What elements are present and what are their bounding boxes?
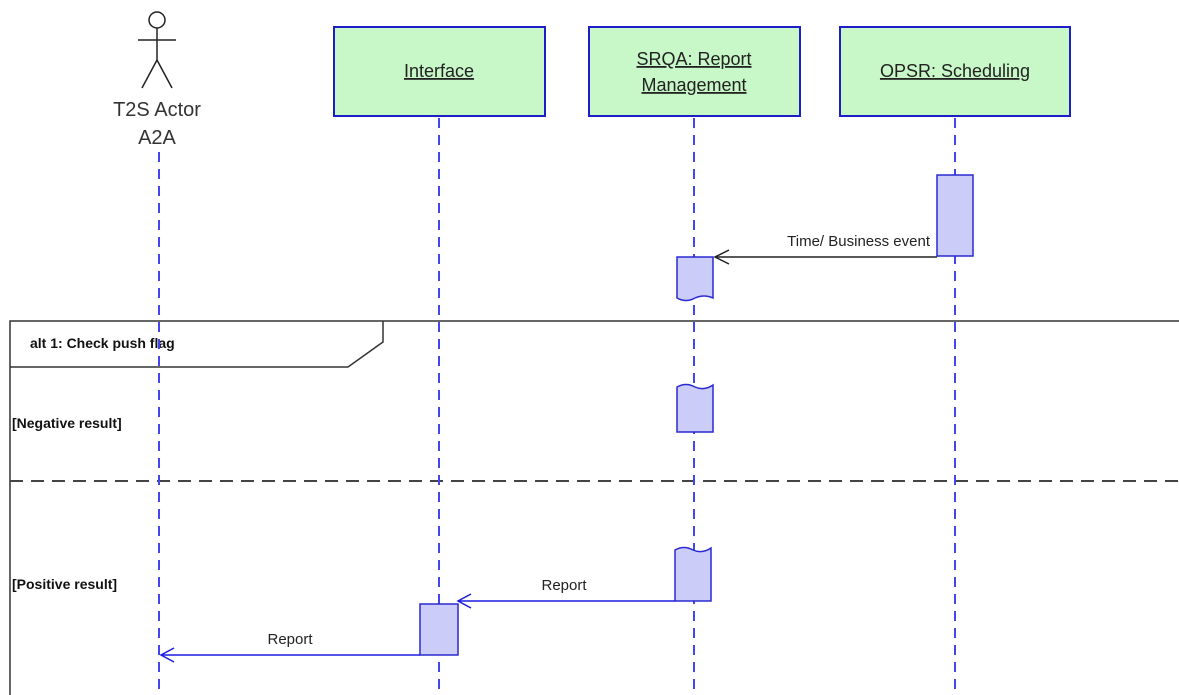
guard-negative-result: [Negative result] (12, 415, 122, 431)
message-label: Report (541, 577, 587, 594)
participant-label-line1: SRQA: Report (636, 49, 751, 69)
participant-label: OPSR: Scheduling (880, 61, 1030, 81)
guard-positive-result: [Positive result] (12, 576, 117, 592)
fragment-frame-border (9, 320, 1179, 695)
lifelines (158, 118, 956, 695)
arrowhead-icon (159, 647, 175, 663)
fragment-title-tab (10, 321, 384, 368)
activation-srqa-3 (674, 546, 712, 602)
participant-box (333, 26, 546, 117)
activation-srqa-1 (676, 256, 714, 302)
activations (419, 174, 974, 656)
participant-label: Interface (404, 61, 474, 81)
message-time-business-event: Time/ Business event (713, 233, 937, 265)
activation-opsr (936, 174, 974, 257)
participant-label-line2: Management (641, 75, 746, 95)
message-report-to-interface: Report (456, 577, 675, 609)
participant-interface: Interface (333, 26, 546, 117)
participant-box (588, 26, 801, 117)
activation-interface (419, 603, 459, 656)
participant-box (839, 26, 1071, 117)
actor-name-line2: A2A (138, 127, 176, 149)
alt-fragment: alt 1: Check push flag [Negative result]… (9, 320, 1179, 695)
fragment-title: alt 1: Check push flag (30, 335, 175, 351)
participant-opsr-scheduling: OPSR: Scheduling (839, 26, 1071, 117)
participant-srqa-report-management: SRQA: Report Management (588, 26, 801, 117)
message-label: Report (267, 631, 313, 648)
message-label: Time/ Business event (787, 233, 931, 250)
arrowhead-icon (713, 249, 730, 265)
message-report-to-actor: Report (159, 631, 420, 663)
actor-name-line1: T2S Actor (113, 99, 201, 121)
stick-figure-icon (138, 11, 176, 89)
arrowhead-icon (456, 593, 472, 609)
activation-srqa-2 (676, 383, 714, 433)
actor-t2s-a2a: T2S Actor A2A (113, 11, 201, 149)
